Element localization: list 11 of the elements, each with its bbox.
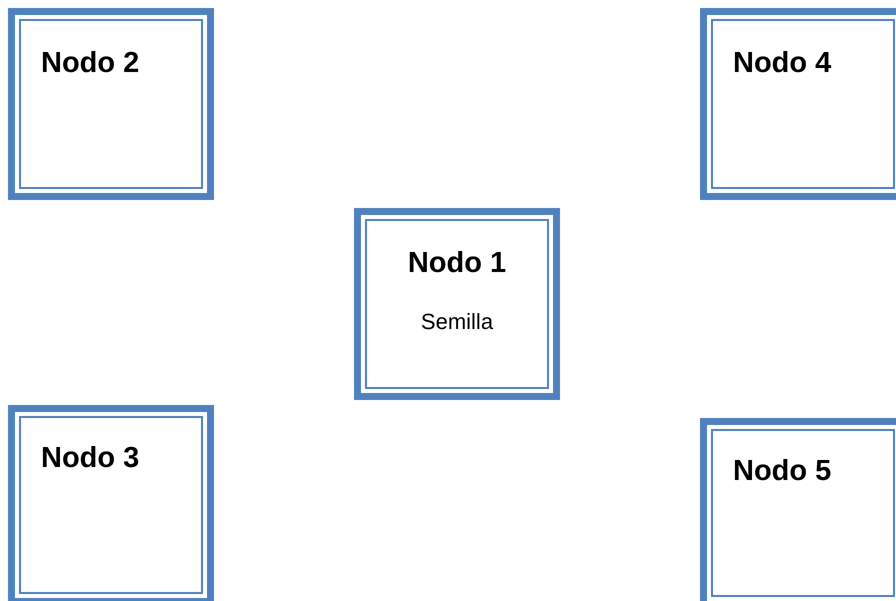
node-box (700, 418, 896, 601)
node-title: Nodo 1 (406, 247, 508, 280)
node-title: Nodo 5 (733, 455, 832, 488)
node-box (8, 405, 214, 601)
node-title: Nodo 4 (733, 47, 832, 80)
node-title: Nodo 3 (41, 442, 140, 475)
node-box (700, 8, 896, 200)
node-box (8, 8, 214, 200)
node-subtitle: Semilla (420, 309, 494, 335)
node-box (354, 208, 560, 400)
node-title: Nodo 2 (41, 47, 140, 80)
